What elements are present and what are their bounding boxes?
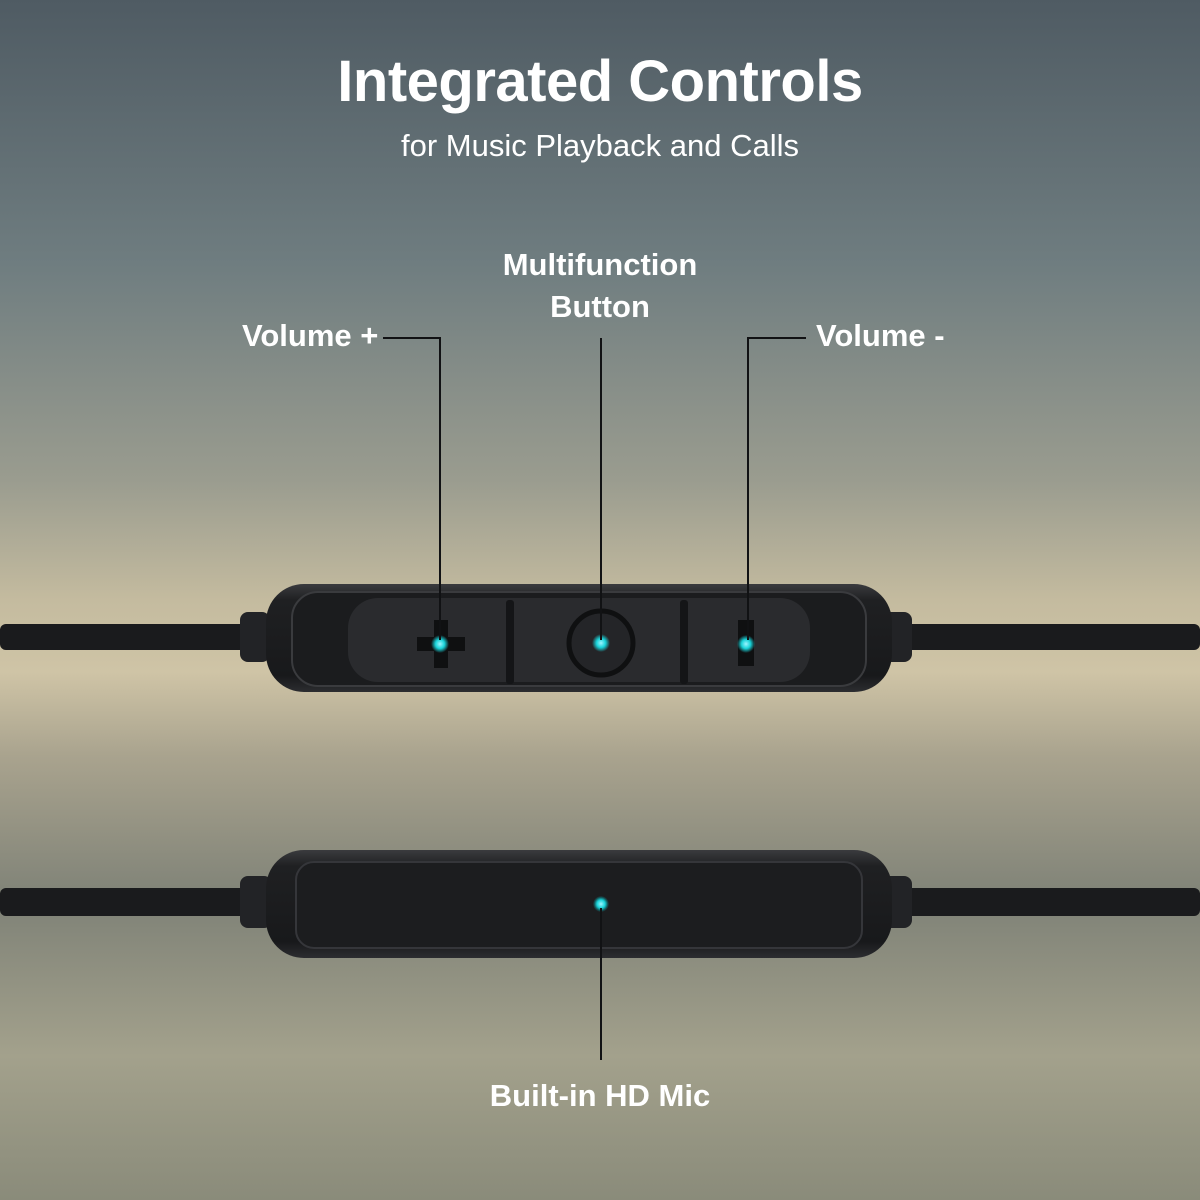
mic-dot-icon: [593, 896, 609, 912]
page-subtitle: for Music Playback and Calls: [401, 128, 799, 163]
callout-lines: [383, 337, 806, 1060]
minus-icon: [737, 620, 755, 666]
multifunction-label-line1: Multifunction: [502, 247, 698, 282]
page-title: Integrated Controls: [337, 49, 863, 114]
lower-cable: [0, 876, 1200, 928]
mic-label: Built-in HD Mic: [489, 1078, 711, 1113]
mic-remote: [266, 850, 892, 958]
volume-down-label: Volume -: [816, 318, 945, 353]
volume-up-label: Volume +: [242, 318, 379, 353]
multifunction-label-line2: Button: [550, 289, 650, 324]
upper-cable: [0, 612, 1200, 662]
plus-icon: [417, 620, 465, 668]
multifunction-label: Multifunction Button: [450, 244, 750, 328]
